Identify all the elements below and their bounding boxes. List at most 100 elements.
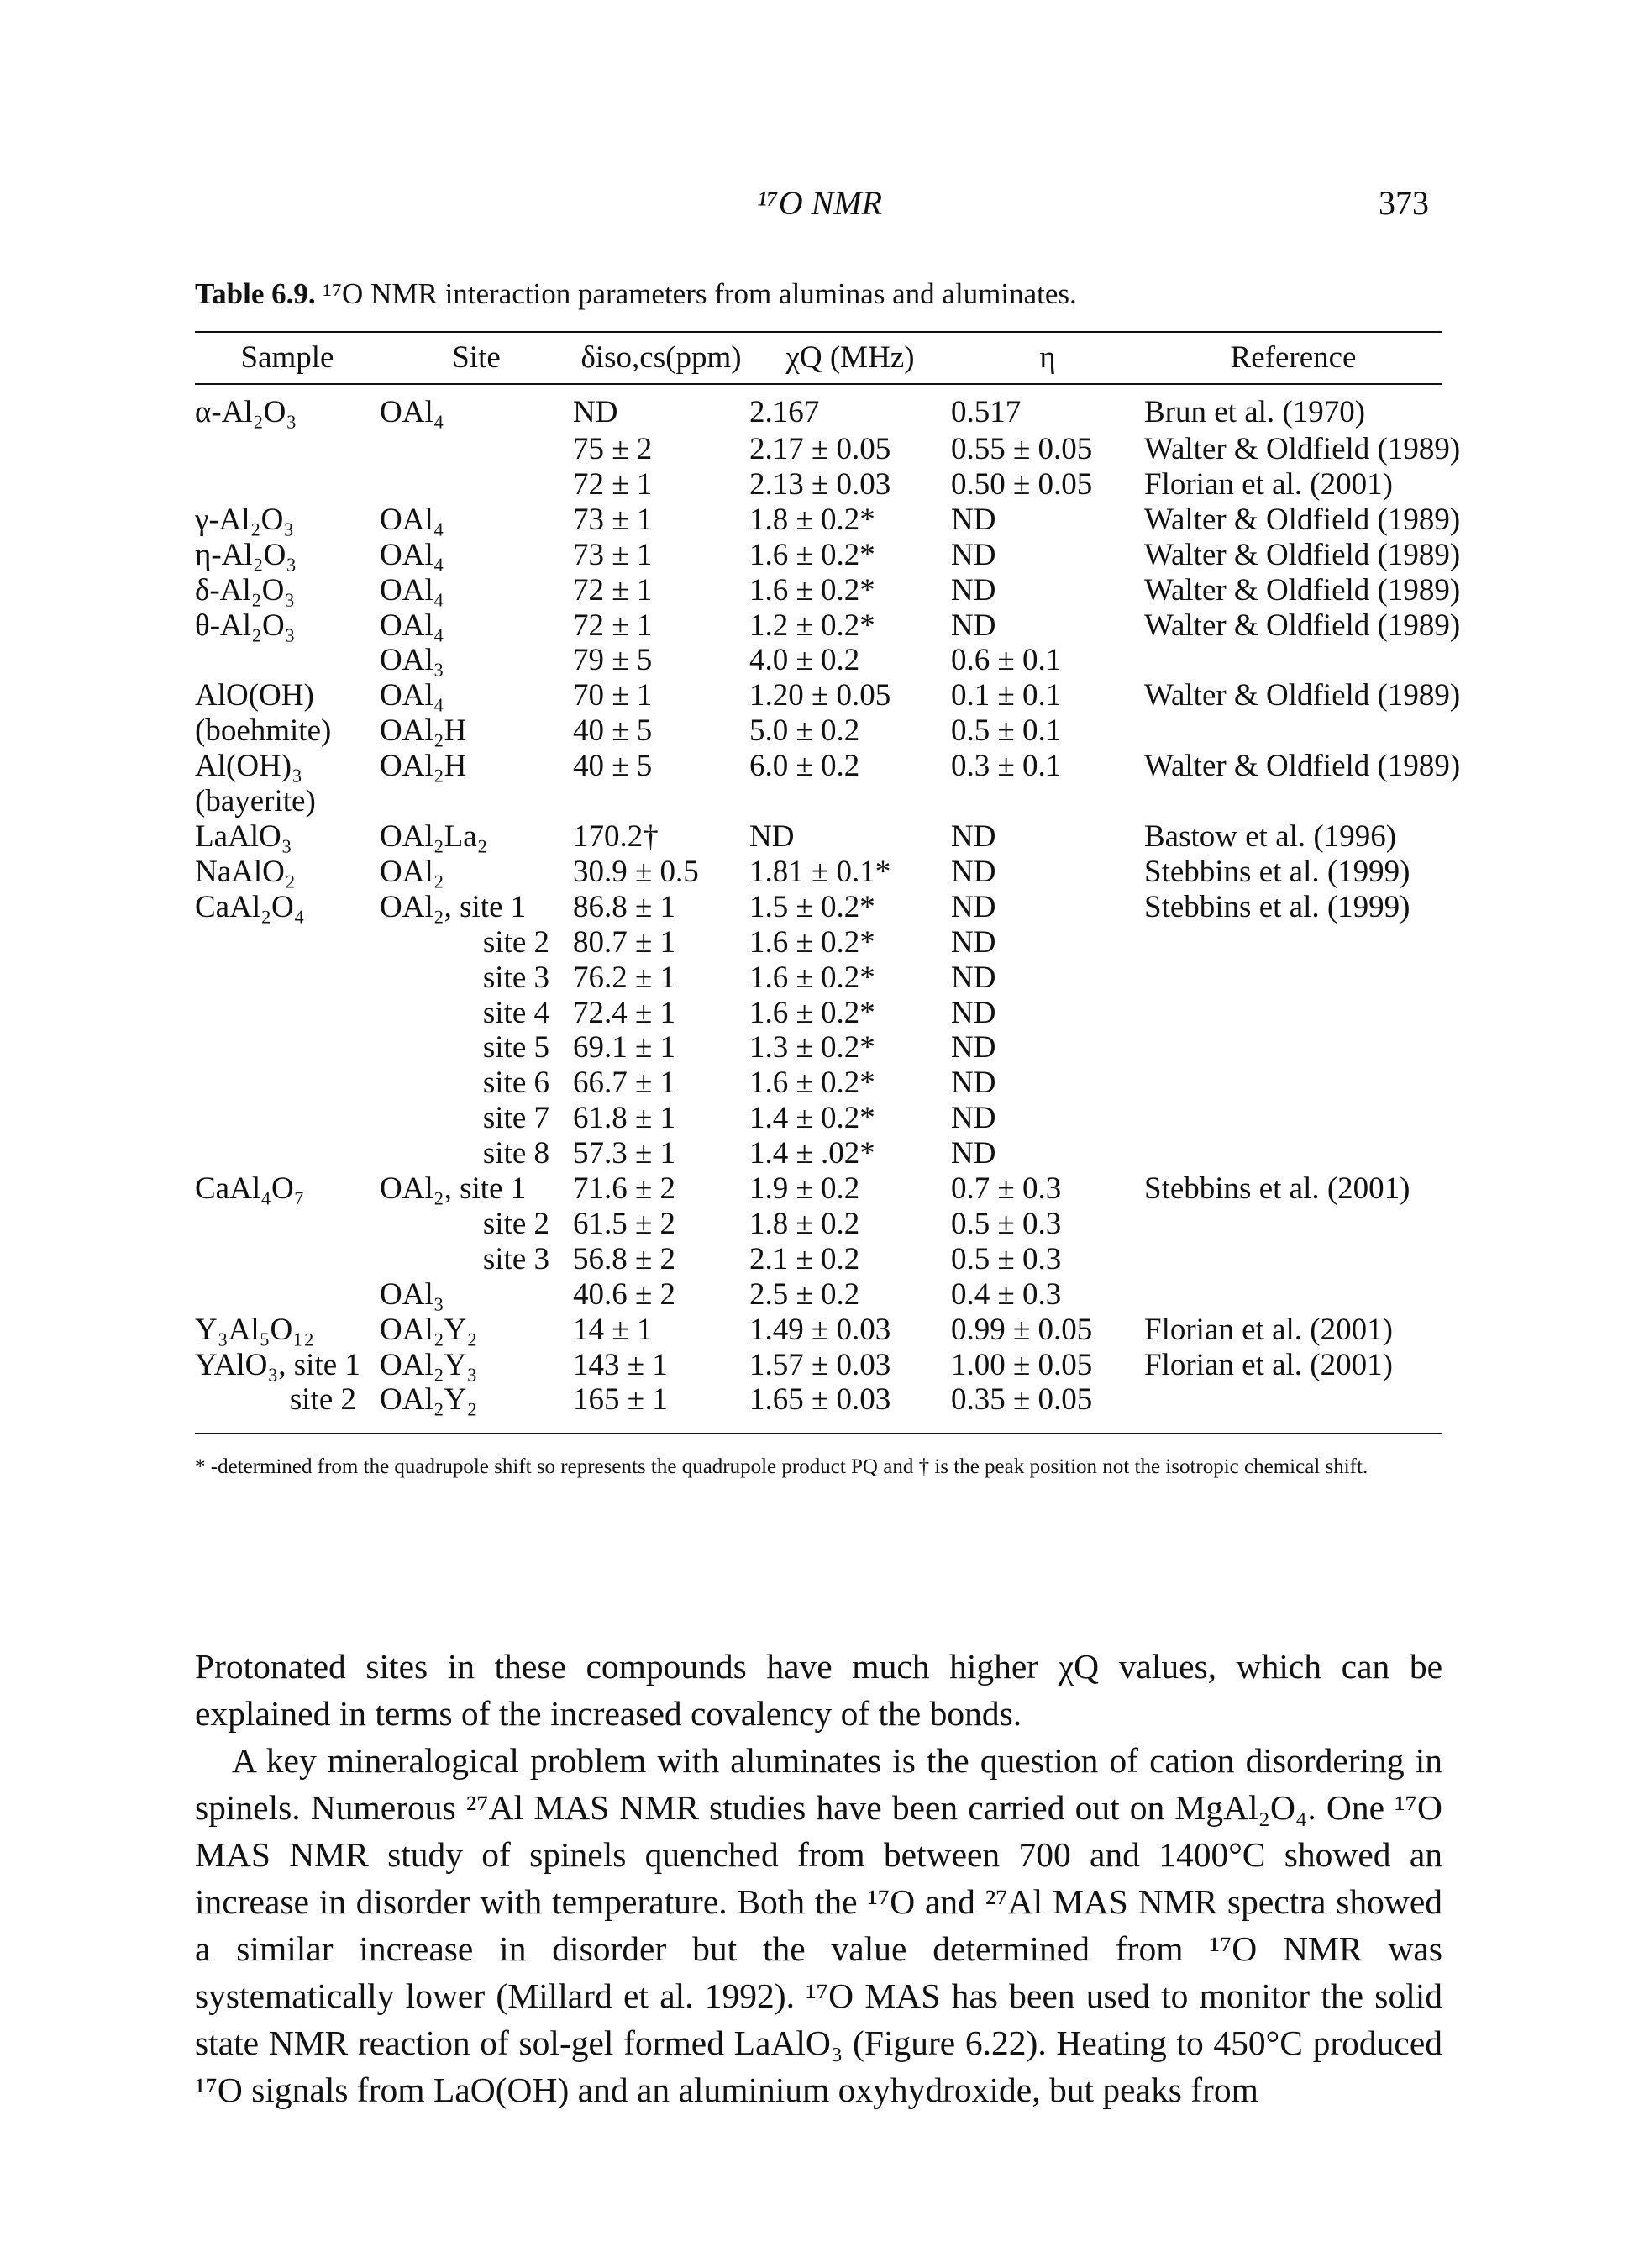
reference-cell	[1144, 996, 1442, 1031]
table-row: (bayerite)	[195, 784, 1442, 819]
reference-cell	[1144, 925, 1442, 960]
table-caption: Table 6.9. ¹⁷O NMR interaction parameter…	[195, 277, 1077, 311]
eta-cell: 0.35 ± 0.05	[951, 1382, 1093, 1418]
delta-cell: 72 ± 1	[573, 466, 653, 502]
site-cell: site 4	[482, 995, 549, 1030]
eta-cell: 0.1 ± 0.1	[951, 678, 1062, 713]
eta-cell: 0.55 ± 0.05	[951, 432, 1093, 466]
eta-cell	[951, 784, 1144, 819]
chi-q-cell: 1.2 ± 0.2*	[749, 608, 875, 643]
table-top-rule	[195, 331, 1442, 333]
reference-cell: Florian et al. (2001)	[1144, 1312, 1393, 1347]
delta-cell: 61.5 ± 2	[573, 1206, 676, 1241]
sample-cell: site 2	[289, 1382, 356, 1418]
site-cell: OAl₄	[380, 608, 444, 643]
site-cell: site 5	[482, 1030, 549, 1066]
chi-q-cell: 2.5 ± 0.2	[749, 1276, 860, 1312]
reference-cell: Stebbins et al. (2001)	[1144, 1171, 1410, 1207]
chi-q-cell: 2.13 ± 0.03	[749, 466, 891, 502]
delta-cell: 170.2†	[573, 818, 659, 854]
site-cell: OAl₂, site 1	[380, 1171, 527, 1207]
chi-q-cell: 4.0 ± 0.2	[749, 643, 860, 678]
site-cell: OAl₂, site 1	[380, 889, 527, 924]
sample-cell	[195, 1207, 380, 1242]
sample-cell: CaAl₄O₇	[195, 1171, 305, 1207]
chi-q-cell: 2.1 ± 0.2	[749, 1241, 860, 1276]
chi-q-cell: 1.5 ± 0.2*	[749, 889, 875, 924]
sample-cell	[195, 467, 380, 503]
reference-cell: Florian et al. (2001)	[1144, 466, 1393, 502]
site-cell: site 8	[482, 1136, 549, 1171]
eta-cell: ND	[951, 1066, 996, 1101]
running-title: ¹⁷O NMR	[756, 184, 883, 222]
table-caption-text: ¹⁷O NMR interaction parameters from alum…	[323, 277, 1077, 310]
column-header-reference: Reference	[1230, 339, 1357, 375]
sample-cell: Al(OH)₃	[195, 749, 302, 784]
sample-cell	[195, 1277, 380, 1313]
delta-cell: 69.1 ± 1	[573, 1030, 676, 1066]
eta-cell: ND	[951, 854, 996, 889]
reference-cell	[1144, 1066, 1442, 1101]
eta-cell: 1.00 ± 0.05	[951, 1347, 1093, 1382]
sample-cell	[195, 432, 380, 467]
chi-q-cell: 1.49 ± 0.03	[749, 1312, 891, 1347]
sample-cell: η-Al₂O₃	[195, 537, 297, 572]
eta-cell: 0.3 ± 0.1	[951, 749, 1062, 784]
reference-cell: Walter & Oldfield (1989)	[1144, 432, 1461, 466]
reference-cell	[1144, 1242, 1442, 1277]
chi-q-cell: 1.65 ± 0.03	[749, 1382, 891, 1418]
site-cell: OAl₄	[380, 395, 444, 429]
site-cell: site 3	[482, 960, 549, 995]
reference-cell	[1144, 1382, 1442, 1418]
chi-q-cell: 1.6 ± 0.2*	[749, 537, 875, 572]
delta-cell: 72 ± 1	[573, 572, 653, 608]
reference-cell: Florian et al. (2001)	[1144, 1347, 1393, 1382]
eta-cell: 0.5 ± 0.1	[951, 713, 1062, 749]
sample-cell	[195, 996, 380, 1031]
delta-cell: 72 ± 1	[573, 608, 653, 643]
site-cell: OAl₄	[380, 537, 444, 572]
eta-cell: ND	[951, 995, 996, 1030]
paragraph: A key mineralogical problem with alumina…	[195, 1741, 1442, 2109]
site-cell: OAl₂La₂	[380, 818, 488, 854]
delta-cell: 57.3 ± 1	[573, 1136, 676, 1171]
column-header-site: Site	[452, 339, 501, 375]
delta-cell: ND	[573, 395, 618, 429]
reference-cell: Walter & Oldfield (1989)	[1144, 537, 1461, 572]
chi-q-cell: 1.4 ± 0.2*	[749, 1101, 875, 1136]
eta-cell: ND	[951, 1030, 996, 1066]
site-cell	[380, 467, 573, 503]
reference-cell: Brun et al. (1970)	[1144, 395, 1366, 429]
eta-cell: ND	[951, 924, 996, 960]
delta-cell: 61.8 ± 1	[573, 1101, 676, 1136]
table-footnote: * -determined from the quadrupole shift …	[195, 1455, 1368, 1478]
delta-cell: 40.6 ± 2	[573, 1276, 676, 1312]
eta-cell: ND	[951, 960, 996, 995]
delta-cell: 72.4 ± 1	[573, 995, 676, 1030]
delta-cell: 14 ± 1	[573, 1312, 653, 1347]
sample-cell: AlO(OH)	[195, 678, 314, 713]
reference-cell	[1144, 1277, 1442, 1313]
delta-cell: 165 ± 1	[573, 1382, 668, 1418]
site-cell: OAl₄	[380, 572, 444, 608]
eta-cell: ND	[951, 1101, 996, 1136]
site-cell: site 6	[482, 1066, 549, 1101]
delta-cell: 71.6 ± 2	[573, 1171, 676, 1207]
delta-cell: 73 ± 1	[573, 502, 653, 537]
delta-cell: 75 ± 2	[573, 432, 653, 466]
delta-cell: 66.7 ± 1	[573, 1066, 676, 1101]
site-cell: site 2	[482, 924, 549, 960]
site-cell: site 3	[482, 1241, 549, 1276]
sample-cell	[195, 643, 380, 678]
